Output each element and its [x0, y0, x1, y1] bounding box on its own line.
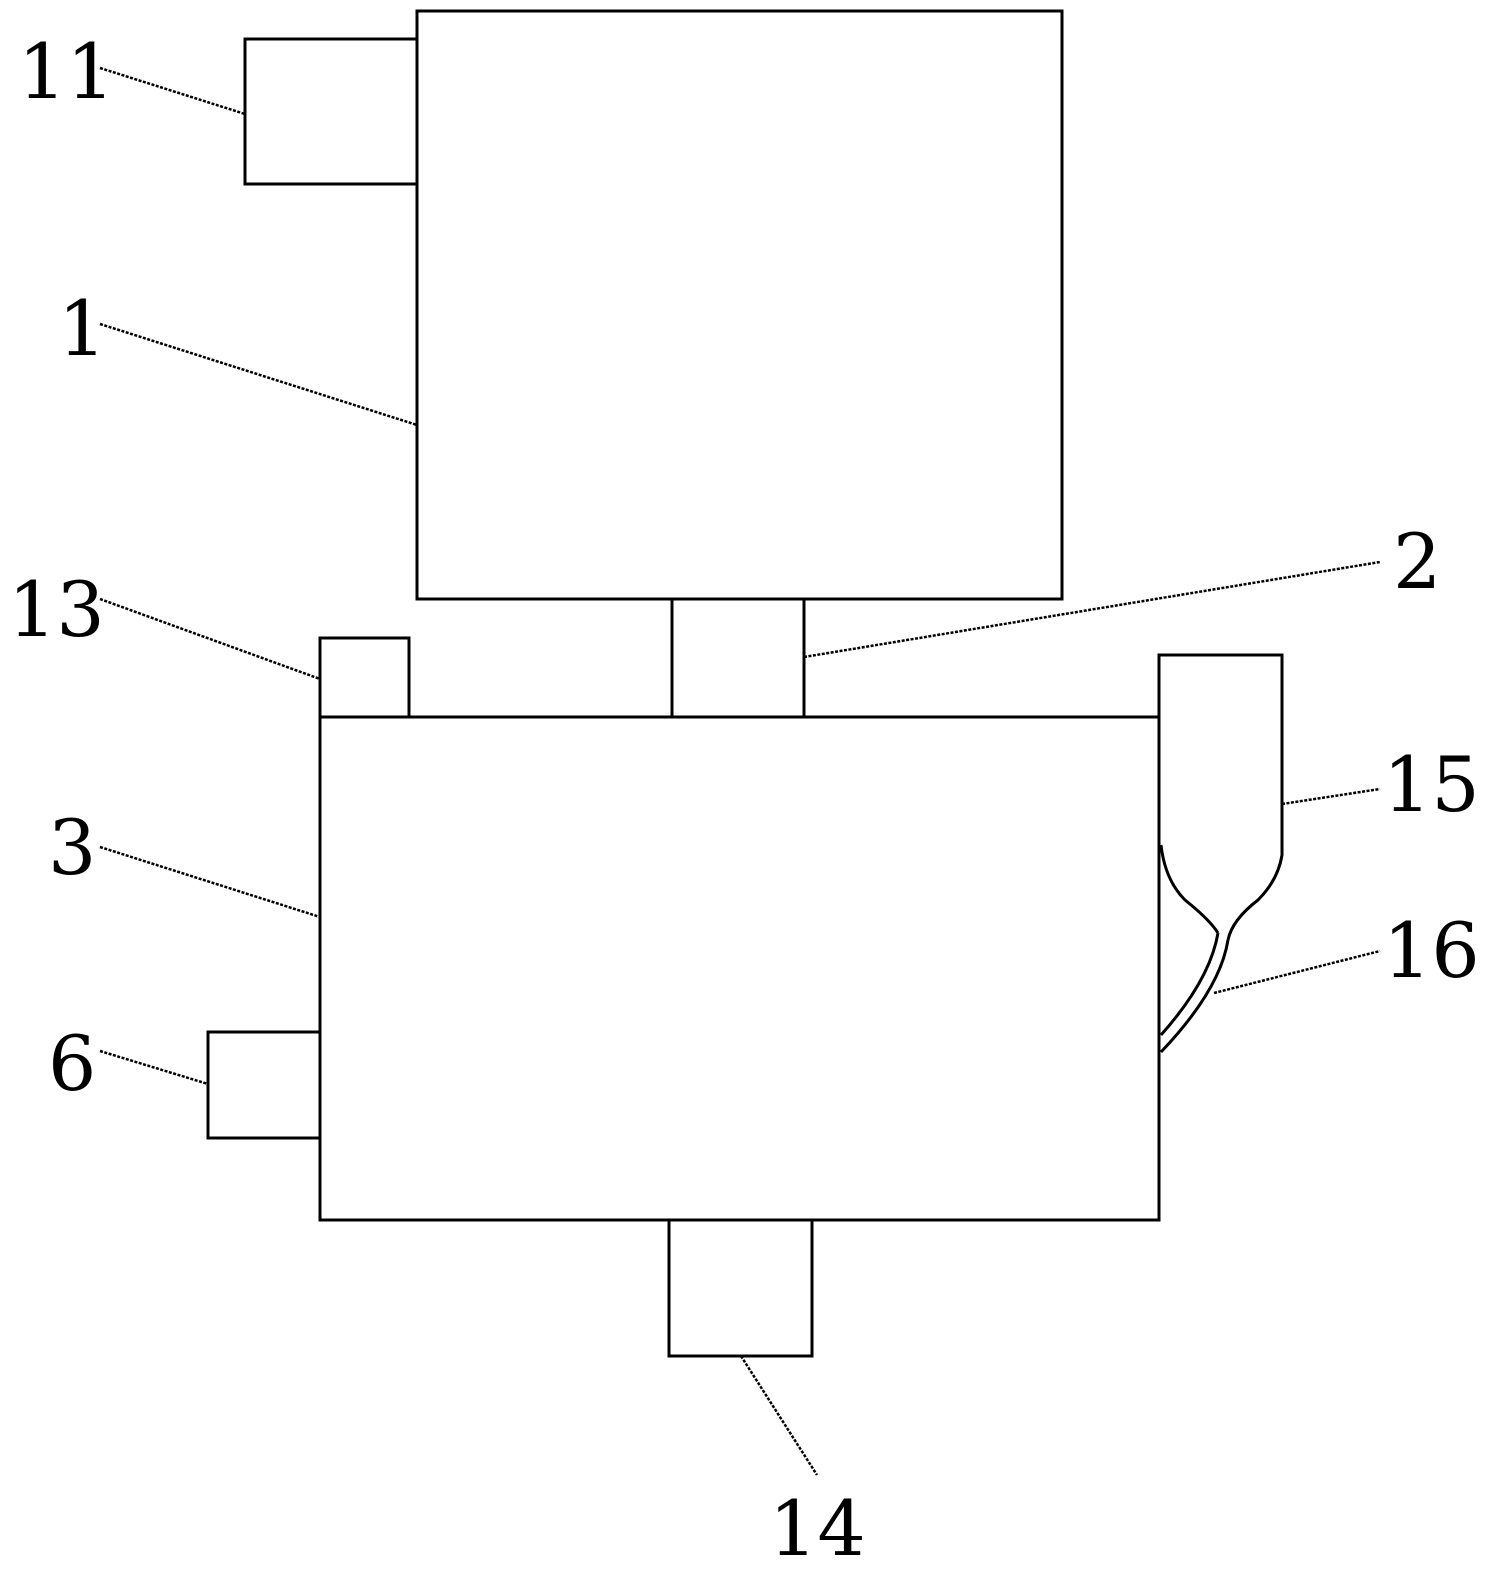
- part-13-top-box: [318, 636, 411, 717]
- part-14-bottom-box: [667, 1220, 814, 1358]
- label-11: 11: [18, 27, 115, 116]
- label-16: 16: [1383, 906, 1480, 995]
- label-2: 2: [1393, 517, 1441, 606]
- label-14: 14: [769, 1484, 866, 1573]
- label-15: 15: [1383, 740, 1480, 829]
- label-3: 3: [48, 803, 96, 892]
- part-16-tube-inner: [1159, 932, 1220, 1036]
- leader-1: [99, 322, 418, 427]
- leader-14: [739, 1355, 819, 1476]
- part-16-tube-outer: [1159, 939, 1230, 1054]
- label-13: 13: [8, 565, 105, 654]
- part-3-lower-body: [318, 715, 1161, 1222]
- leader-15: [1281, 787, 1381, 806]
- leader-2: [803, 560, 1381, 659]
- label-1: 1: [58, 284, 106, 373]
- part-15-hopper: [1157, 653, 1284, 941]
- leader-16: [1213, 949, 1381, 995]
- leader-3: [99, 845, 321, 919]
- leader-11: [99, 66, 246, 116]
- part-6-side-box: [206, 1030, 320, 1140]
- leader-6: [99, 1049, 209, 1086]
- part-1-upper-body: [415, 9, 1064, 601]
- part-15-hopper-inner: [1159, 844, 1220, 934]
- leader-13: [99, 597, 321, 681]
- label-6: 6: [48, 1019, 96, 1108]
- part-11-side-box: [243, 37, 417, 186]
